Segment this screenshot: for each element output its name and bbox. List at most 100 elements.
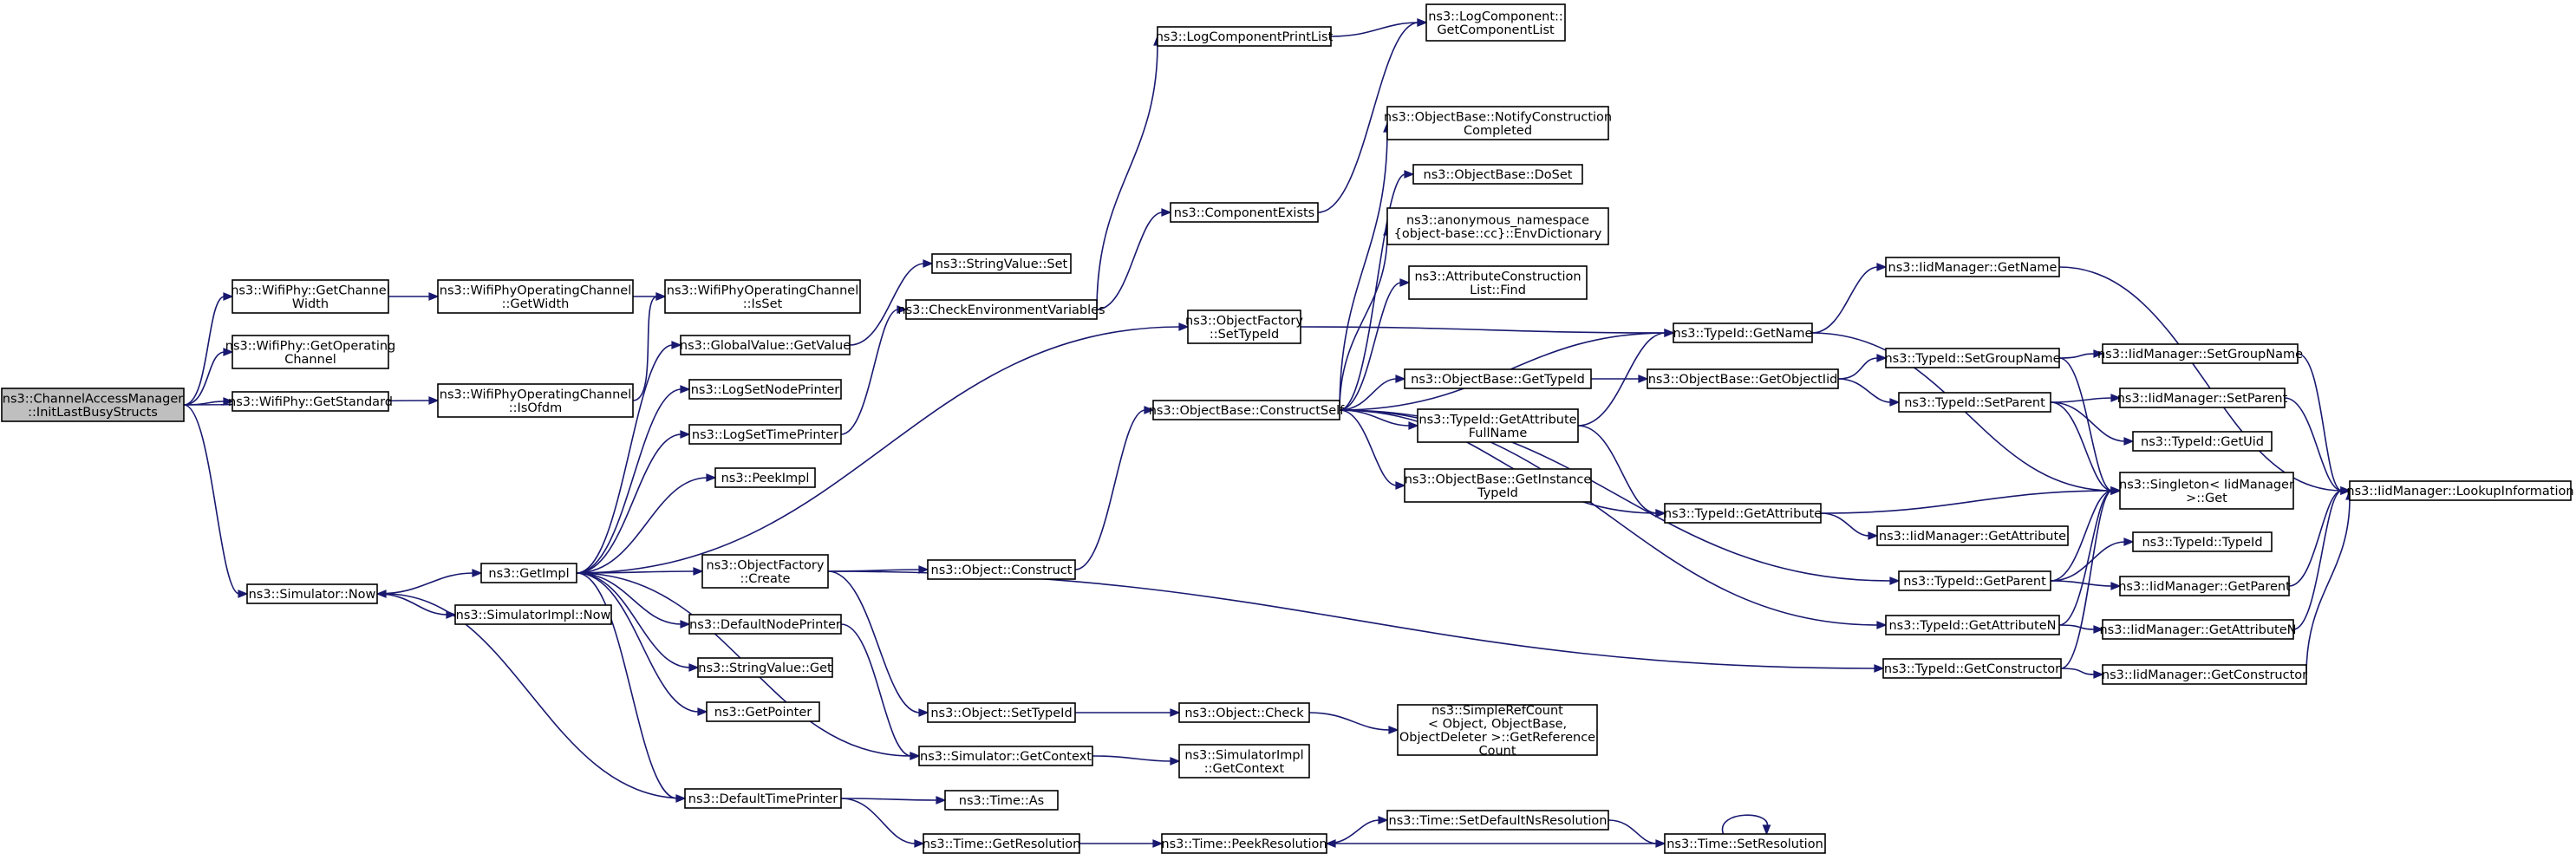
- node-ob-doset[interactable]: ns3::ObjectBase::DoSet: [1412, 164, 1583, 185]
- node-sv-get[interactable]: ns3::StringValue::Get: [697, 657, 833, 678]
- node-tid-typeid[interactable]: ns3::TypeId::TypeId: [2132, 531, 2273, 552]
- call-edge-compexists-to-logcomp_getlist: [1317, 18, 1428, 213]
- node-obj-settypeid[interactable]: ns3::Object::SetTypeId: [927, 702, 1076, 723]
- call-edge-ob_gettypeid-to-ob_getobjectiid: [1591, 375, 1649, 383]
- call-edge-obj_construct-to-ob_constructself: [1074, 406, 1155, 570]
- node-label: Channel: [284, 353, 336, 367]
- edge-line: [840, 798, 938, 801]
- node-ob-getobjectiid[interactable]: ns3::ObjectBase::GetObjectIid: [1647, 368, 1839, 389]
- node-gv-getvalue[interactable]: ns3::GlobalValue::GetValue: [680, 335, 851, 355]
- arrowhead-icon: [1144, 406, 1155, 414]
- node-box: [1664, 503, 1822, 524]
- node-iid-lookup[interactable]: ns3::IidManager::LookupInformation: [2346, 480, 2574, 501]
- node-sv-set[interactable]: ns3::StringValue::Set: [931, 253, 1072, 274]
- node-label: {object-base::cc}::EnvDictionary: [1394, 227, 1602, 241]
- node-logcomp-getlist[interactable]: ns3::LogComponent::GetComponentList: [1425, 3, 1566, 42]
- arrowhead-icon: [2093, 670, 2104, 679]
- node-getpointer[interactable]: ns3::GetPointer: [706, 701, 820, 722]
- node-of-settypeid[interactable]: ns3::ObjectFactory::SetTypeId: [1185, 309, 1303, 344]
- edge-line: [384, 593, 686, 799]
- node-time-peekres[interactable]: ns3::Time::PeekResolution: [1161, 833, 1327, 854]
- node-time-setdefns[interactable]: ns3::Time::SetDefaultNsResolution: [1386, 810, 1609, 831]
- node-defnodeprinter[interactable]: ns3::DefaultNodePrinter: [688, 614, 842, 635]
- node-iid-setgroupname[interactable]: ns3::IidManager::SetGroupName: [2097, 343, 2303, 364]
- node-logcompprintlist[interactable]: ns3::LogComponentPrintList: [1156, 26, 1334, 47]
- node-label: ObjectDeleter >::GetReference: [1399, 731, 1595, 745]
- node-iid-setparent[interactable]: ns3::IidManager::SetParent: [2117, 388, 2288, 408]
- node-iid-getname[interactable]: ns3::IidManager::GetName: [1885, 257, 2060, 277]
- node-iid-getconstructor[interactable]: ns3::IidManager::GetConstructor: [2102, 664, 2307, 685]
- edge-line: [183, 404, 240, 595]
- node-obj-check[interactable]: ns3::Object::Check: [1178, 702, 1310, 723]
- node-simimpl-getcontext[interactable]: ns3::SimulatorImpl::GetContext: [1178, 744, 1310, 779]
- node-ob-gettypeid[interactable]: ns3::ObjectBase::GetTypeId: [1404, 368, 1592, 389]
- node-wp-getstd[interactable]: ns3::WifiPhy::GetStandard: [228, 391, 393, 412]
- node-singleton-get[interactable]: ns3::Singleton< IidManager>::Get: [2119, 472, 2294, 510]
- node-tid-getattributen[interactable]: ns3::TypeId::GetAttributeN: [1885, 615, 2060, 635]
- node-box: [714, 467, 816, 488]
- node-label: ns3::IidManager::LookupInformation: [2346, 485, 2573, 498]
- node-ob-constructself[interactable]: ns3::ObjectBase::ConstructSelf: [1149, 400, 1345, 420]
- call-edge-ob_constructself-to-anon_envdict: [1339, 225, 1392, 411]
- node-tid-getname[interactable]: ns3::TypeId::GetName: [1673, 322, 1813, 343]
- node-time-setres[interactable]: ns3::Time::SetResolution: [1664, 833, 1826, 854]
- node-label: ns3::TypeId::GetUid: [2141, 435, 2264, 449]
- node-sim-now[interactable]: ns3::Simulator::Now: [246, 583, 378, 604]
- node-deftimeprinter[interactable]: ns3::DefaultTimePrinter: [684, 788, 842, 809]
- node-iid-getattributen[interactable]: ns3::IidManager::GetAttributeN: [2099, 619, 2297, 640]
- node-tid-getconstructor[interactable]: ns3::TypeId::GetConstructor: [1882, 658, 2062, 679]
- node-time-as[interactable]: ns3::Time::As: [944, 790, 1059, 811]
- node-compexists[interactable]: ns3::ComponentExists: [1170, 202, 1319, 223]
- node-checkenv[interactable]: ns3::CheckEnvironmentVariables: [897, 299, 1105, 320]
- edge-line: [576, 433, 682, 574]
- node-obj-construct[interactable]: ns3::Object::Construct: [927, 559, 1076, 580]
- node-ob-notify[interactable]: ns3::ObjectBase::NotifyConstructionCompl…: [1384, 106, 1612, 140]
- edge-line: [2284, 397, 2343, 492]
- node-tid-setparent[interactable]: ns3::TypeId::SetParent: [1898, 392, 2051, 413]
- node-label: ns3::Simulator::Now: [249, 588, 376, 602]
- node-box: [1404, 368, 1592, 389]
- node-box: [2119, 388, 2286, 408]
- node-iid-getattribute[interactable]: ns3::IidManager::GetAttribute: [1876, 525, 2069, 546]
- node-label: ns3::LogSetTimePrinter: [692, 428, 838, 442]
- call-edge-tid_getconstructor-to-singleton_get: [2060, 486, 2122, 669]
- node-tid-getattribute[interactable]: ns3::TypeId::GetAttribute: [1664, 503, 1822, 524]
- node-logsettime[interactable]: ns3::LogSetTimePrinter: [688, 424, 842, 445]
- node-box: [2102, 619, 2294, 640]
- node-sim-getcontext[interactable]: ns3::Simulator::GetContext: [918, 746, 1093, 766]
- node-getimpl[interactable]: ns3::GetImpl: [480, 563, 577, 583]
- edge-line: [840, 798, 916, 844]
- node-time-getres[interactable]: ns3::Time::GetResolution: [923, 833, 1081, 854]
- node-woc-isofdm[interactable]: ns3::WifiPhyOperatingChannel::IsOfdm: [437, 383, 634, 418]
- arrowhead-icon: [2110, 486, 2122, 495]
- node-iid-getparent[interactable]: ns3::IidManager::GetParent: [2118, 576, 2291, 596]
- edge-line: [2297, 353, 2343, 492]
- node-anon-envdict[interactable]: ns3::anonymous_namespace{object-base::cc…: [1386, 207, 1609, 245]
- call-edge-getimpl-to-sv_get: [576, 572, 700, 672]
- node-tid-setgroupname[interactable]: ns3::TypeId::SetGroupName: [1884, 348, 2061, 368]
- edge-line: [576, 572, 678, 799]
- node-woc-isset[interactable]: ns3::WifiPhyOperatingChannel::IsSet: [664, 279, 861, 314]
- node-of-create[interactable]: ns3::ObjectFactory::Create: [701, 554, 829, 589]
- arrowhead-icon: [1404, 170, 1415, 179]
- edge-line: [2058, 266, 2343, 492]
- arrowhead-icon: [223, 397, 234, 406]
- edge-line: [1811, 266, 1879, 334]
- node-woc-getwidth[interactable]: ns3::WifiPhyOperatingChannel::GetWidth: [437, 279, 634, 314]
- call-edge-ob_constructself-to-ob_notify: [1339, 121, 1392, 411]
- node-simimpl-now[interactable]: ns3::SimulatorImpl::Now: [454, 604, 612, 625]
- edge-line: [1339, 130, 1388, 411]
- node-tid-getparent[interactable]: ns3::TypeId::GetParent: [1898, 570, 2051, 591]
- node-peekimpl[interactable]: ns3::PeekImpl: [714, 467, 816, 488]
- node-logsetnode[interactable]: ns3::LogSetNodePrinter: [688, 379, 842, 400]
- node-label: ns3::Singleton< IidManager: [2119, 478, 2294, 492]
- call-edge-sim_getcontext-to-simimpl_getcontext: [1092, 755, 1181, 766]
- node-src-getrefcount[interactable]: ns3::SimpleRefCount< Object, ObjectBase,…: [1397, 704, 1598, 759]
- node-tid-getuid[interactable]: ns3::TypeId::GetUid: [2132, 431, 2273, 452]
- node-box: [1876, 525, 2069, 546]
